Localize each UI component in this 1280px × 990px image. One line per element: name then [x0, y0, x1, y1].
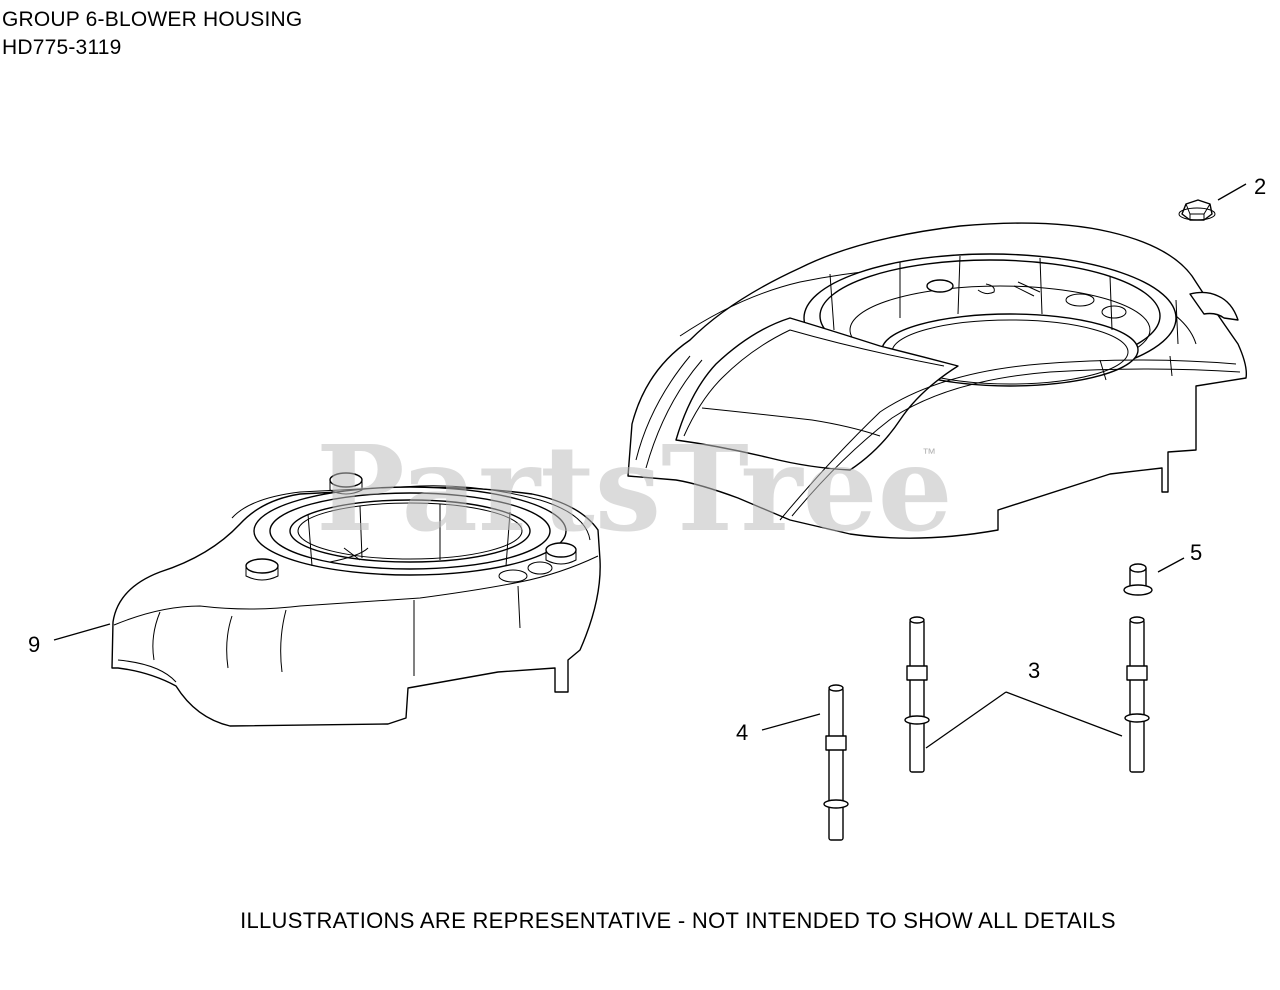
disclaimer-note: ILLUSTRATIONS ARE REPRESENTATIVE - NOT I…	[240, 908, 1116, 933]
callout-4: 4	[736, 713, 821, 745]
callout-3: 3	[925, 658, 1123, 749]
blower-housing-shroud[interactable]	[627, 222, 1248, 539]
callout-label-4: 4	[736, 720, 748, 745]
spacer-part-5[interactable]	[1123, 563, 1153, 596]
flange-nut-part-2[interactable]	[1178, 199, 1216, 221]
callout-label-5: 5	[1190, 540, 1202, 565]
blower-housing-part-9[interactable]	[111, 472, 601, 727]
callout-label-3: 3	[1028, 658, 1040, 683]
callout-label-2: 2	[1254, 174, 1266, 199]
watermark-trademark: ™	[922, 445, 936, 461]
model-number: HD775-3119	[2, 36, 122, 59]
callout-9: 9	[28, 623, 111, 657]
parts-tree-watermark: PartsTree ™	[316, 419, 953, 558]
callout-5: 5	[1157, 540, 1202, 573]
group-title: GROUP 6-BLOWER HOUSING	[2, 8, 303, 31]
diagram-title-block: GROUP 6-BLOWER HOUSING HD775-3119	[2, 6, 302, 62]
callout-label-9: 9	[28, 632, 40, 657]
stud-part-3-left[interactable]	[904, 616, 930, 773]
stud-part-4[interactable]	[823, 684, 849, 841]
watermark-brand: PartsTree	[316, 419, 953, 558]
callout-2: 2	[1217, 174, 1266, 201]
stud-part-3-right[interactable]	[1124, 616, 1150, 773]
